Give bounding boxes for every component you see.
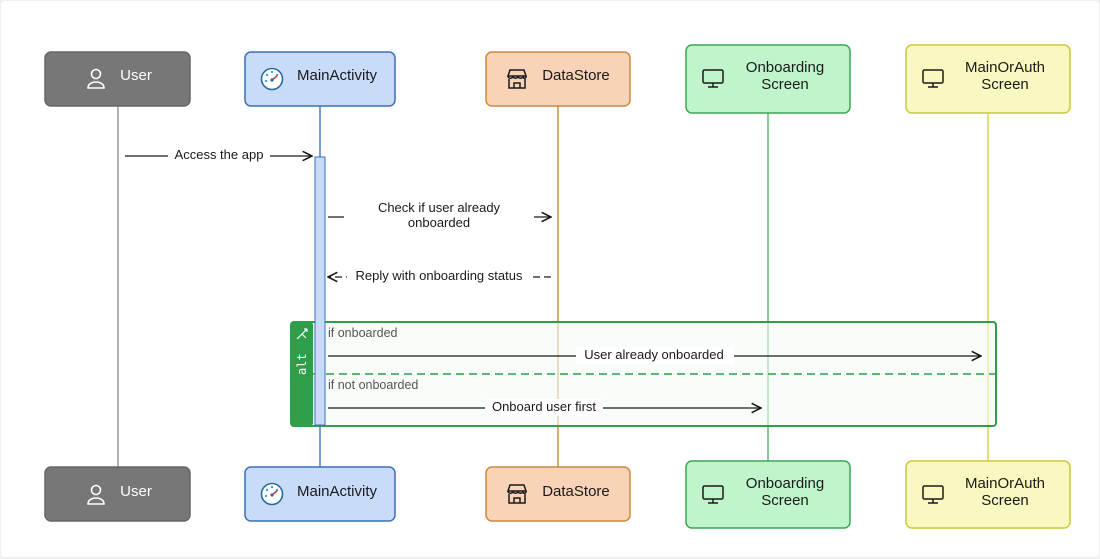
participant-mainorauth-top[interactable]: MainOrAuth Screen	[905, 44, 1071, 114]
message-check-label-line1: Check if user already	[378, 200, 501, 215]
message-first-label: Onboard user first	[492, 399, 596, 414]
participant-mainactivity-label: MainActivity	[297, 67, 378, 84]
alt-condition-onboarded: if onboarded	[328, 326, 398, 340]
monitor-icon	[922, 485, 944, 504]
gauge-icon	[260, 482, 284, 506]
message-access-label: Access the app	[175, 147, 264, 162]
participant-onboarding-bottom[interactable]: Onboarding Screen	[685, 460, 851, 529]
user-icon	[87, 68, 105, 89]
participant-mainactivity-bottom[interactable]: MainActivity	[244, 466, 396, 522]
participant-onboarding-label-line1: Onboarding	[746, 59, 824, 76]
participant-mainactivity-top[interactable]: MainActivity	[244, 51, 396, 107]
participant-datastore-bottom[interactable]: DataStore	[485, 466, 631, 522]
participant-mainorauth-label-line1: MainOrAuth	[965, 59, 1045, 76]
user-icon	[87, 484, 105, 505]
participant-mainorauth-label-line1: MainOrAuth	[965, 475, 1045, 492]
participant-onboarding-top[interactable]: Onboarding Screen	[685, 44, 851, 114]
participant-onboarding-label-line1: Onboarding	[746, 475, 824, 492]
participant-mainorauth-label-line2: Screen	[981, 76, 1029, 93]
participant-user-label: User	[120, 67, 152, 84]
store-icon	[506, 484, 528, 504]
participant-mainactivity-label: MainActivity	[297, 483, 378, 500]
alt-branch-icon	[296, 328, 308, 340]
monitor-icon	[702, 485, 724, 504]
monitor-icon	[702, 69, 724, 88]
alt-condition-not-onboarded: if not onboarded	[328, 378, 418, 392]
participant-datastore-top[interactable]: DataStore	[485, 51, 631, 107]
participant-user-bottom[interactable]: User	[44, 466, 191, 522]
message-check-label-line2: onboarded	[408, 215, 470, 230]
participant-datastore-label: DataStore	[542, 67, 610, 84]
participant-user-label: User	[120, 483, 152, 500]
participant-onboarding-label-line2: Screen	[761, 492, 809, 509]
participant-mainorauth-label-line2: Screen	[981, 492, 1029, 509]
alt-tag: alt	[295, 353, 309, 375]
message-already-label: User already onboarded	[584, 347, 723, 362]
participant-user-top[interactable]: User	[44, 51, 191, 107]
participant-datastore-label: DataStore	[542, 483, 610, 500]
monitor-icon	[922, 69, 944, 88]
activation-bar-mainactivity	[314, 156, 326, 426]
store-icon	[506, 69, 528, 89]
alt-tab	[291, 322, 313, 426]
gauge-icon	[260, 67, 284, 91]
participant-onboarding-label-line2: Screen	[761, 76, 809, 93]
message-reply-label: Reply with onboarding status	[356, 268, 523, 283]
participant-mainorauth-bottom[interactable]: MainOrAuth Screen	[905, 460, 1071, 529]
